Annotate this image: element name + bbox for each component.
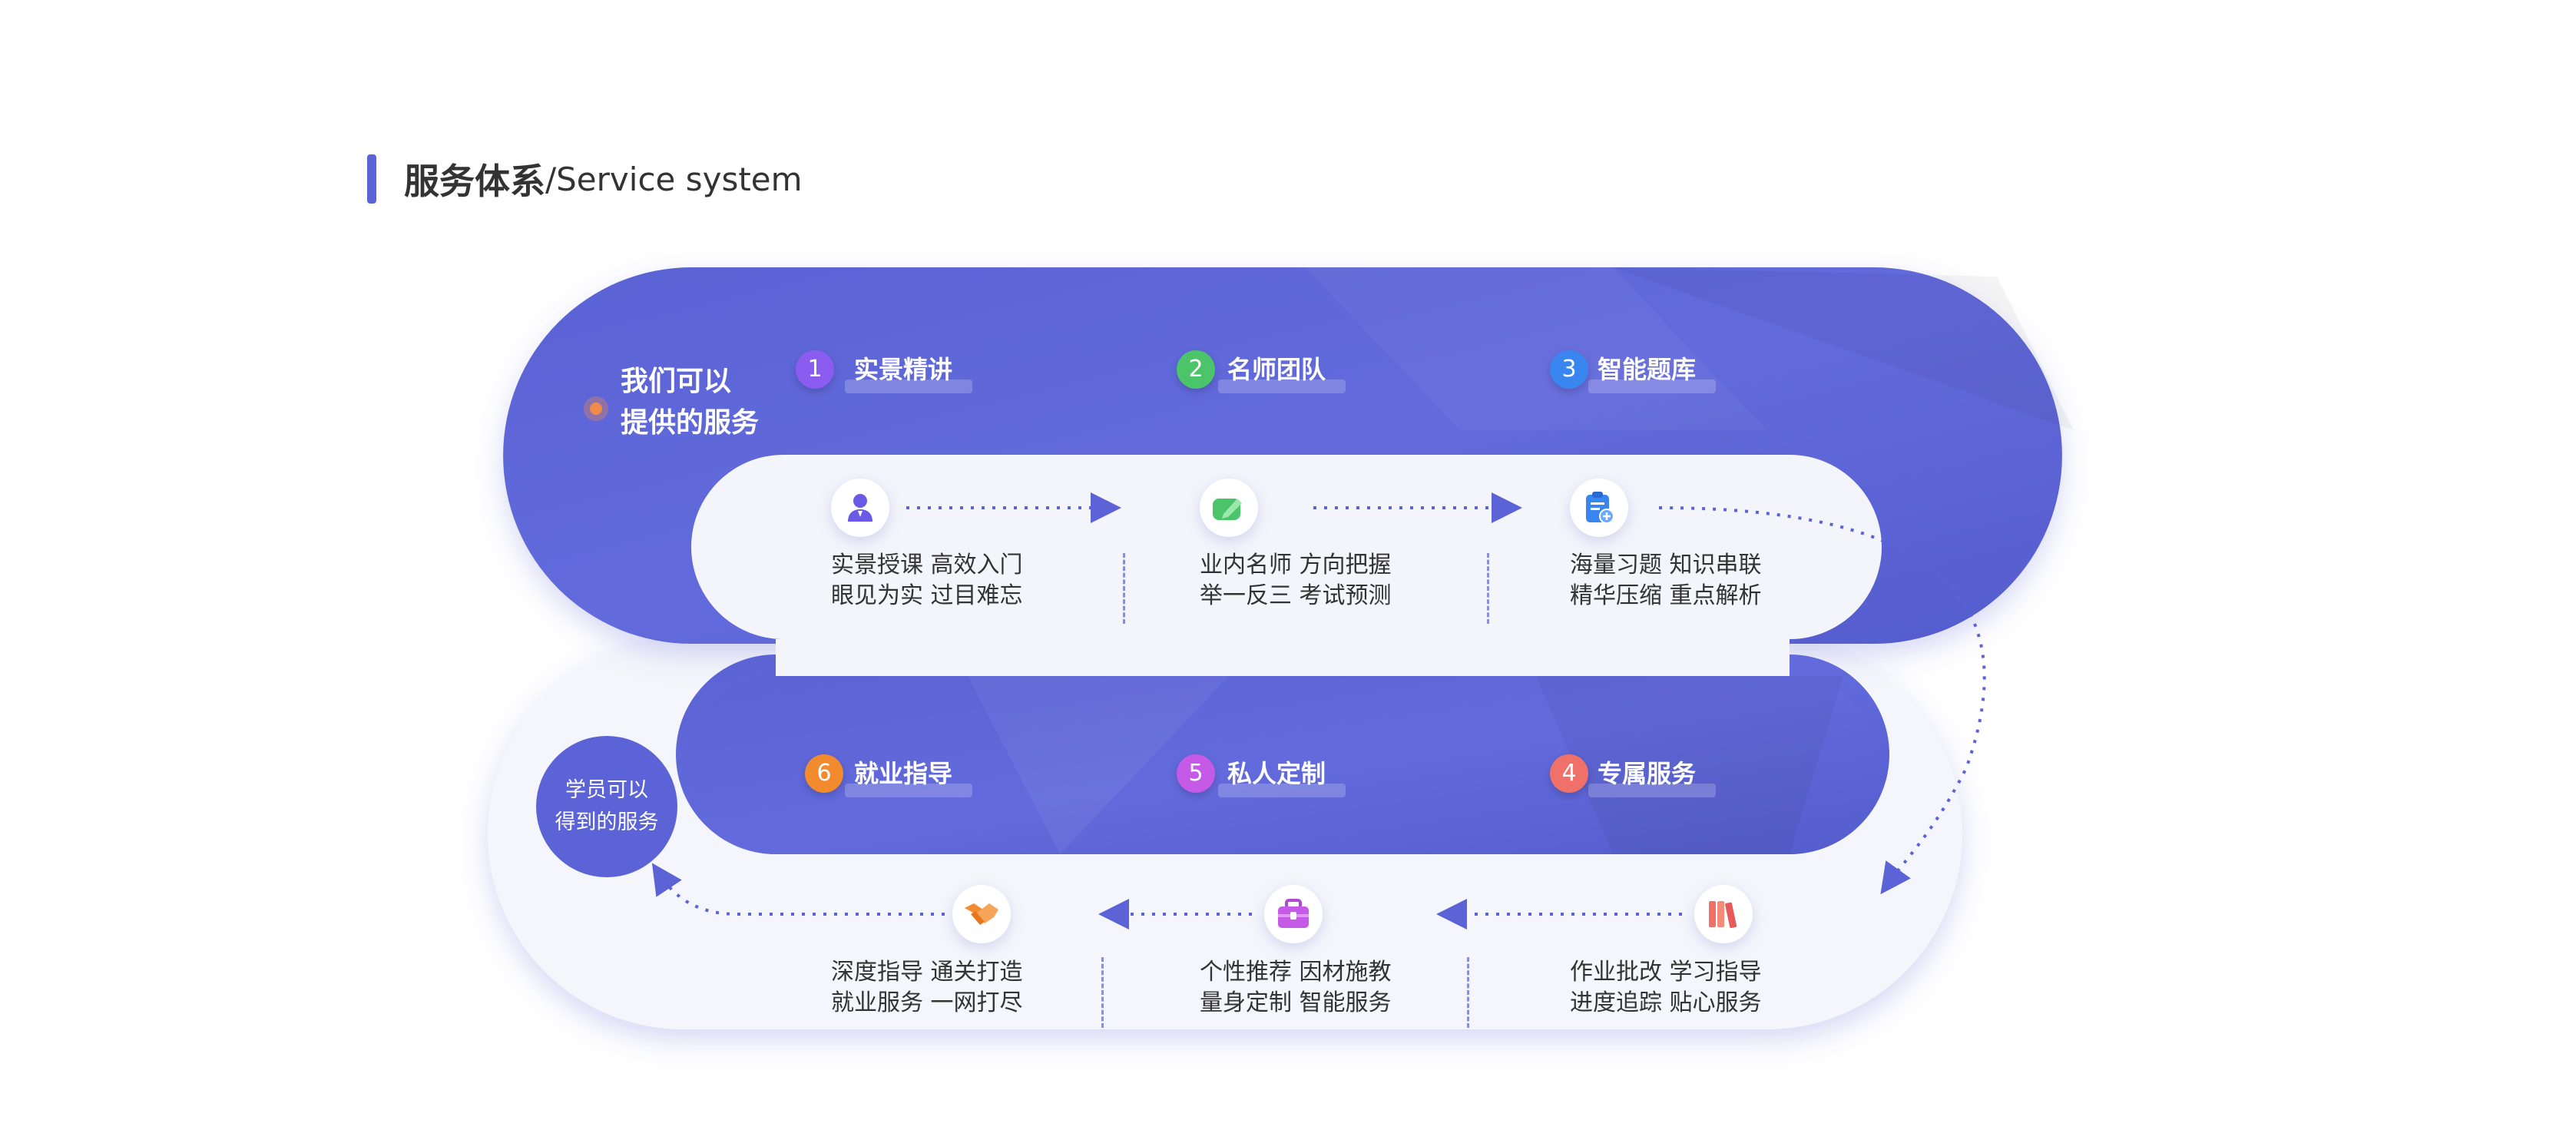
section-header: 服务体系 /Service system xyxy=(367,152,803,206)
step-number-1: 1 xyxy=(796,350,834,389)
title-underline xyxy=(1218,784,1346,797)
step-icon-5 xyxy=(1264,885,1323,943)
step-title-1: 实景精讲 xyxy=(854,355,953,384)
books-icon xyxy=(1709,901,1737,929)
handshake-icon xyxy=(965,903,998,925)
step-icon-6 xyxy=(952,885,1011,943)
step-title-5: 私人定制 xyxy=(1227,759,1326,788)
center-line-1: 学员可以 xyxy=(565,778,648,802)
intro-line-2: 提供的服务 xyxy=(621,407,760,439)
step-number-6: 6 xyxy=(805,754,843,793)
step-icon-1 xyxy=(831,479,889,537)
step-title-6: 就业指导 xyxy=(854,759,953,788)
title-underline xyxy=(1588,784,1716,797)
teacher-icon xyxy=(848,494,872,522)
middle-lane xyxy=(776,639,1790,676)
header-title-cn: 服务体系 xyxy=(404,161,545,202)
step-icon-4 xyxy=(1694,885,1753,943)
step-title-3: 智能题库 xyxy=(1598,355,1697,384)
step-desc-5: 个性推荐 因材施教 量身定制 智能服务 xyxy=(1200,959,1392,1016)
title-underline xyxy=(1588,379,1716,393)
center-text: 学员可以 得到的服务 xyxy=(538,774,676,839)
step-icon-2 xyxy=(1200,479,1258,537)
step-desc-1: 实景授课 高效入门 眼见为实 过目难忘 xyxy=(831,552,1023,609)
step-desc-4: 作业批改 学习指导 进度追踪 贴心服务 xyxy=(1570,959,1762,1016)
band-facet xyxy=(968,676,1229,854)
header-accent-bar xyxy=(367,154,376,204)
intro-line-1: 我们可以 xyxy=(621,366,732,397)
step-number-5: 5 xyxy=(1177,754,1215,793)
title-underline xyxy=(1218,379,1346,393)
step-title-4: 专属服务 xyxy=(1598,759,1697,788)
pen-icon xyxy=(1213,499,1242,520)
step-desc-3: 海量习题 知识串联 精华压缩 重点解析 xyxy=(1570,552,1762,609)
briefcase-icon xyxy=(1278,899,1309,928)
band-facet xyxy=(1536,676,1843,854)
divider xyxy=(1487,553,1489,624)
step-icon-3 xyxy=(1570,479,1628,537)
intro-text: 我们可以 提供的服务 xyxy=(621,361,759,444)
center-circle xyxy=(536,736,677,877)
step-number-2: 2 xyxy=(1177,350,1215,389)
divider xyxy=(1123,553,1125,624)
title-underline xyxy=(845,379,972,393)
header-title-en: /Service system xyxy=(545,160,803,198)
step-number-4: 4 xyxy=(1550,754,1588,793)
intro-dot xyxy=(590,403,602,415)
center-line-2: 得到的服务 xyxy=(555,810,659,834)
band-facet xyxy=(1306,267,1766,430)
step-number-3: 3 xyxy=(1550,350,1588,389)
step-desc-2: 业内名师 方向把握 举一反三 考试预测 xyxy=(1200,552,1392,609)
step-desc-6: 深度指导 通关打造 就业服务 一网打尽 xyxy=(831,959,1023,1016)
divider xyxy=(1101,957,1104,1028)
clipboard-icon xyxy=(1586,492,1614,524)
lower-band-top xyxy=(687,676,1879,854)
title-underline xyxy=(845,784,972,797)
divider xyxy=(1467,957,1469,1028)
step-title-2: 名师团队 xyxy=(1227,355,1326,384)
band-facet xyxy=(1613,267,2074,430)
